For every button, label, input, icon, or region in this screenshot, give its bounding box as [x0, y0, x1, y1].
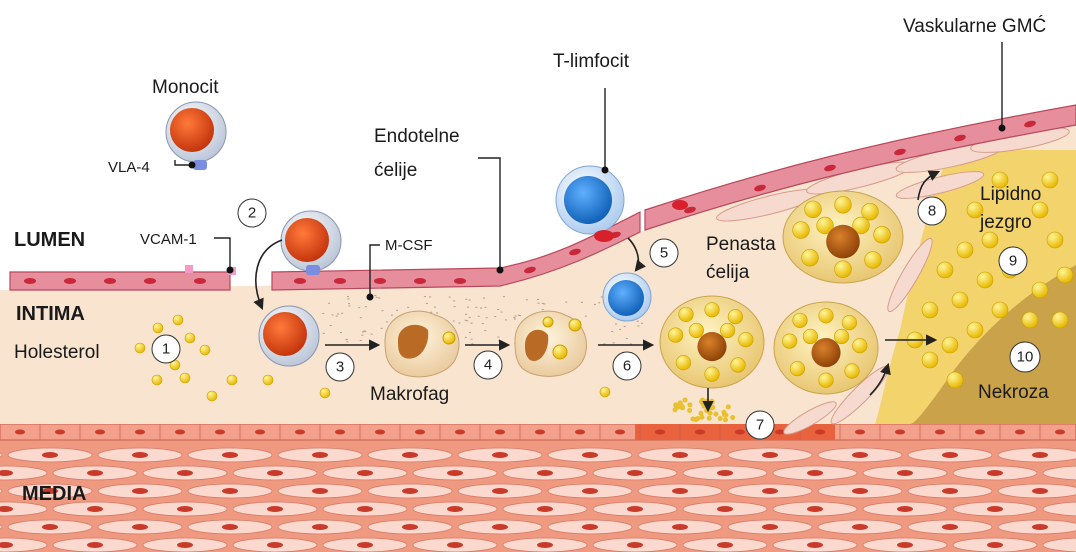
label-mcsf: M-CSF: [385, 237, 433, 254]
step-8: 8: [918, 197, 946, 225]
label-vla4: VLA-4: [108, 159, 150, 176]
label-penasta-celija: ćelija: [706, 262, 750, 283]
step-6: 6: [613, 352, 641, 380]
label-endotelne: Endotelne: [374, 126, 460, 147]
vcam1-molecule: [185, 265, 193, 273]
step-5: 5: [650, 239, 678, 267]
label-vaskularne: Vaskularne GMĆ: [903, 15, 1046, 37]
step-10: 10: [1010, 342, 1040, 372]
step-9: 9: [999, 247, 1027, 275]
label-nekroza: Nekroza: [978, 382, 1049, 403]
label-jezgro: jezgro: [979, 212, 1032, 233]
svg-text:3: 3: [336, 359, 344, 376]
label-tlimfocit: T-limfocit: [553, 51, 630, 72]
svg-text:6: 6: [623, 358, 631, 375]
label-penasta: Penasta: [706, 234, 776, 255]
label-lipidno: Lipidno: [980, 184, 1041, 205]
monocyte-adhering: [281, 211, 341, 275]
label-media: MEDIA: [22, 483, 86, 505]
label-intima: INTIMA: [16, 303, 85, 325]
label-monocit: Monocit: [152, 77, 219, 98]
step-4: 4: [474, 351, 502, 379]
step-7: 7: [746, 411, 774, 439]
macrophage: [385, 311, 459, 377]
label-celije: ćelije: [374, 160, 417, 181]
tcell-receptor: [672, 200, 688, 210]
svg-text:10: 10: [1017, 349, 1034, 366]
svg-text:7: 7: [756, 417, 764, 434]
label-vcam1: VCAM-1: [140, 231, 197, 248]
svg-text:5: 5: [660, 245, 668, 262]
step-1: 1: [152, 335, 180, 363]
svg-text:2: 2: [248, 205, 256, 222]
svg-text:4: 4: [484, 357, 492, 374]
monocyte-circulating: [166, 102, 226, 170]
label-makrofag: Makrofag: [370, 384, 449, 405]
svg-text:8: 8: [928, 203, 936, 220]
step-2: 2: [238, 199, 266, 227]
svg-text:9: 9: [1009, 253, 1017, 270]
step-3: 3: [326, 353, 354, 381]
label-lumen: LUMEN: [14, 229, 85, 251]
t-lymphocyte-intima: [603, 273, 651, 321]
svg-text:1: 1: [162, 341, 170, 358]
macrophage-loading: [515, 311, 587, 376]
label-holesterol: Holesterol: [14, 342, 100, 363]
monocyte-intima: [259, 306, 319, 366]
